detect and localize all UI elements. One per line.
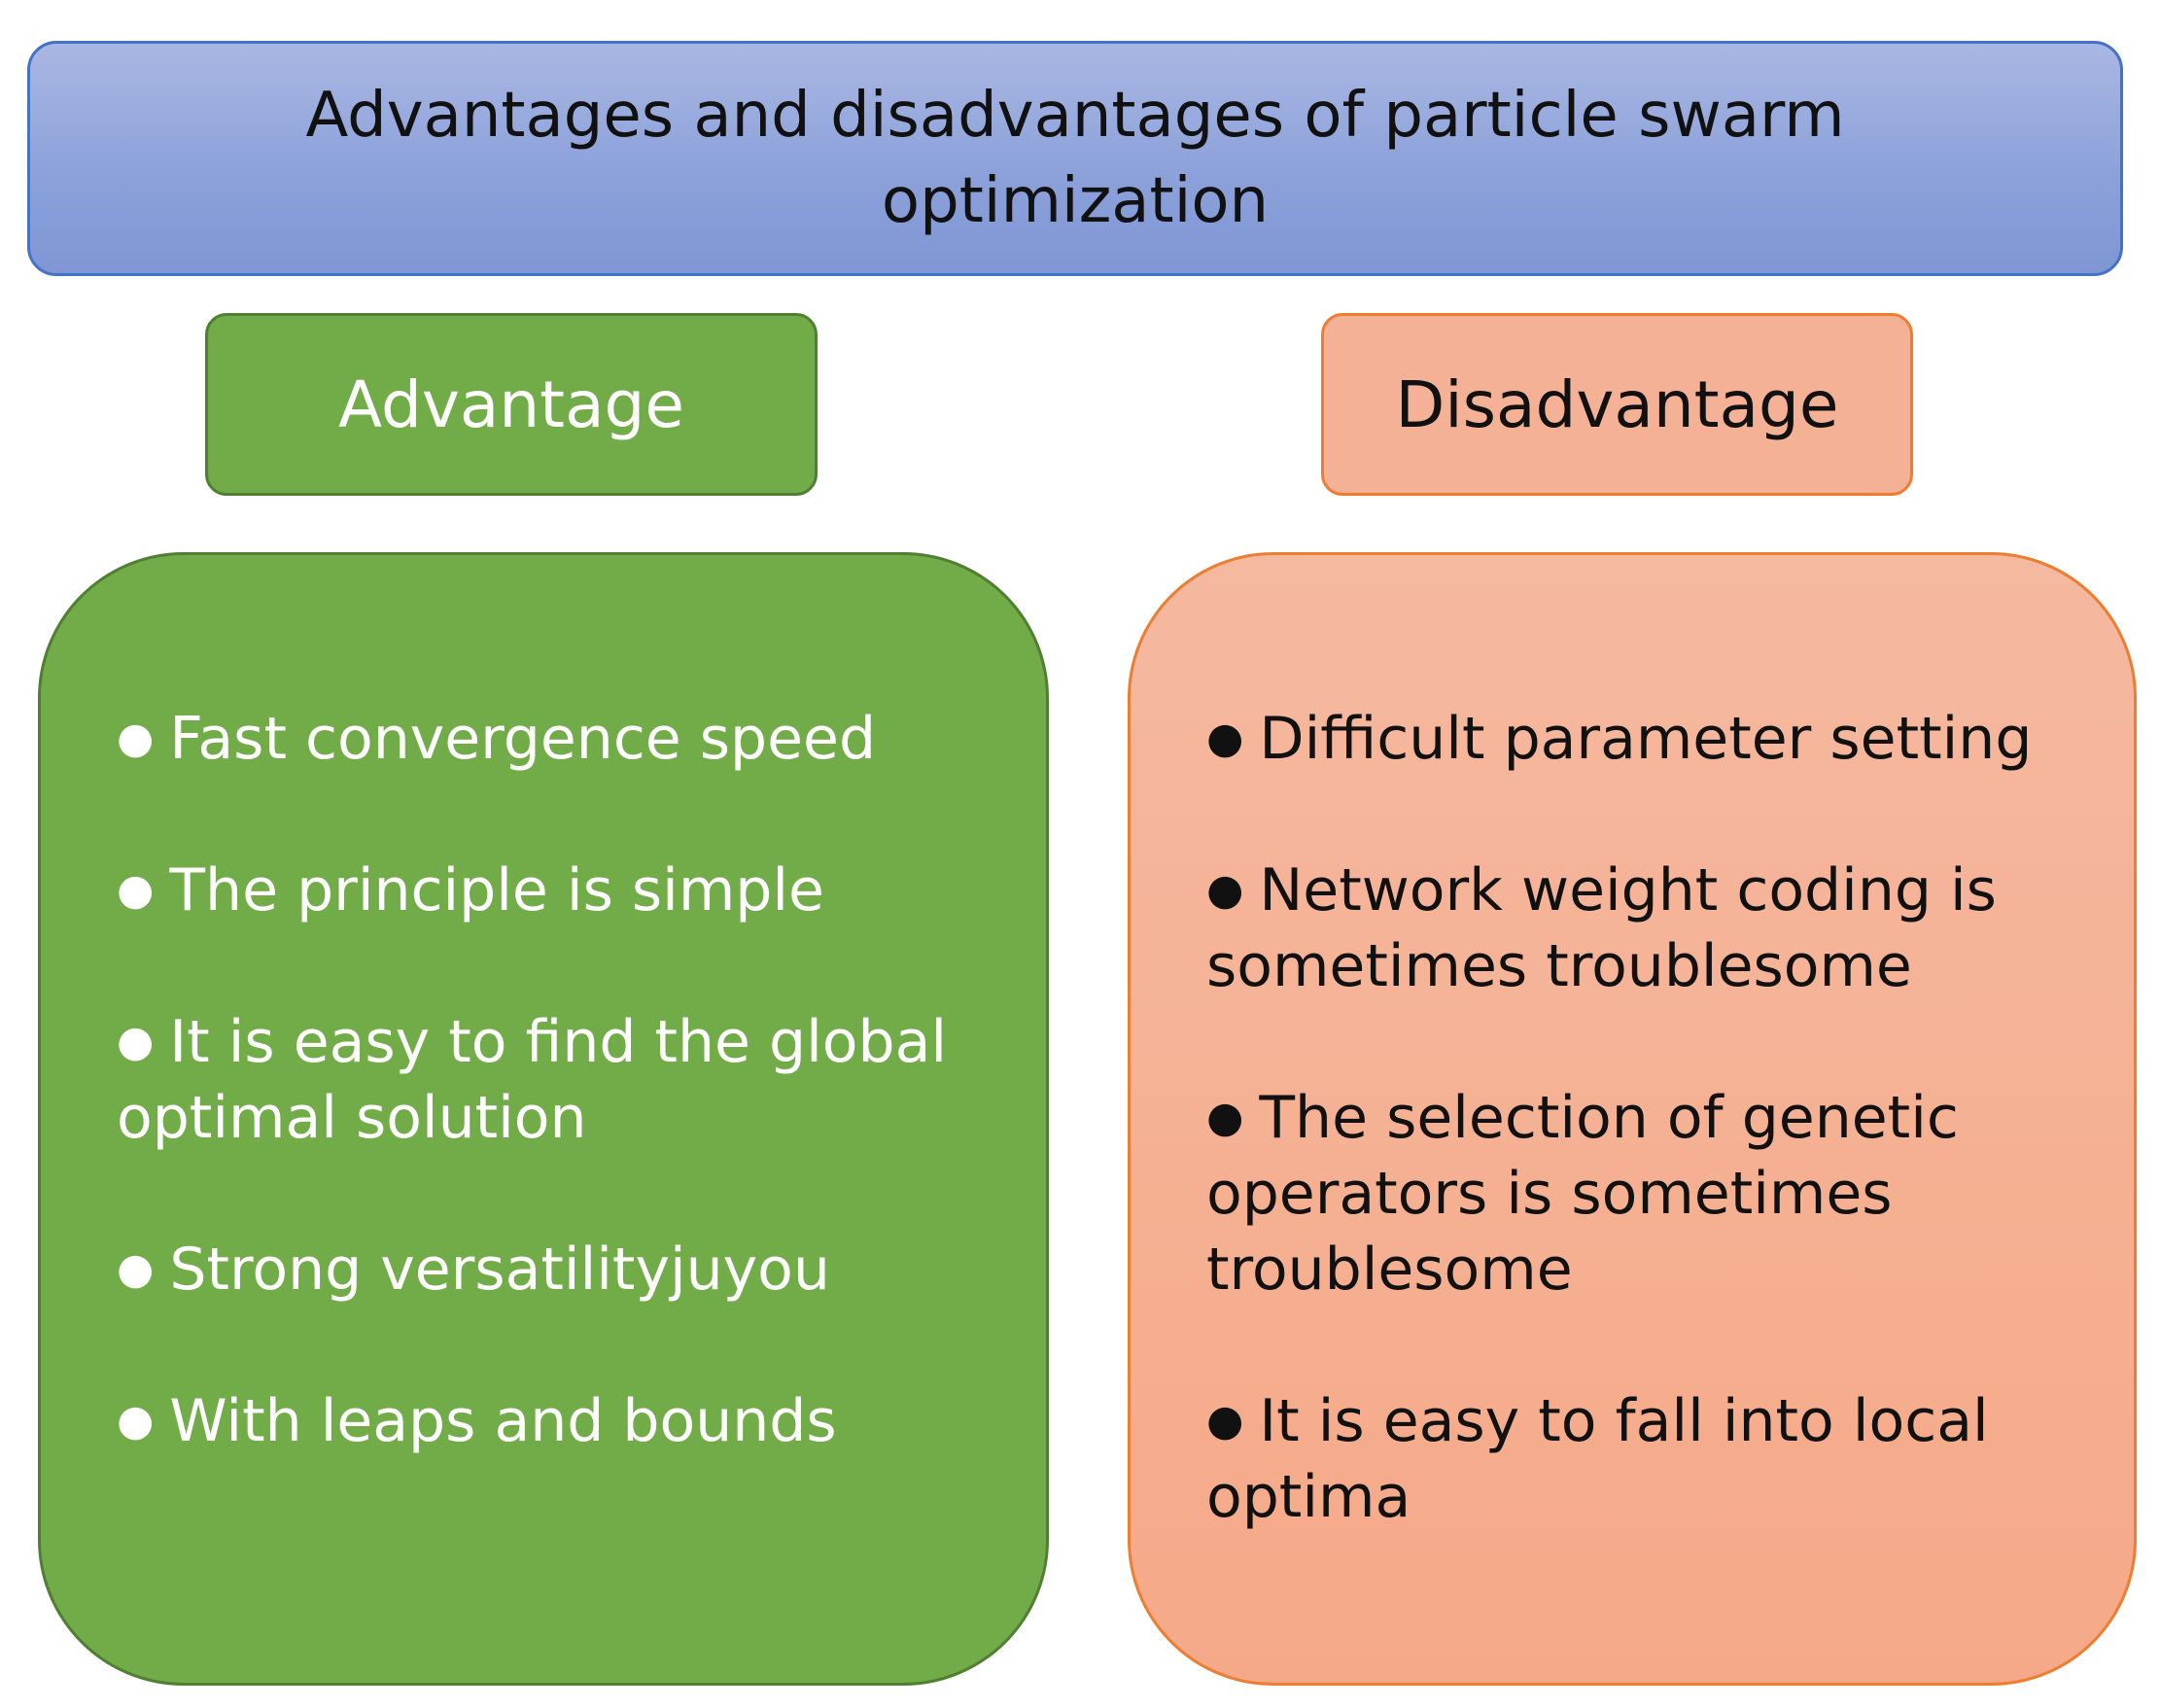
bullet-icon: ●: [117, 1017, 155, 1066]
disadvantage-item-text: It is easy to fall into local optima: [1206, 1387, 1989, 1531]
bullet-icon: ●: [1206, 1093, 1244, 1142]
advantage-item: ● Fast convergence speed: [117, 701, 997, 777]
advantage-item-text: It is easy to find the global optimal so…: [117, 1008, 948, 1152]
advantage-item: ● Strong versatilityjuyou: [117, 1232, 997, 1307]
advantage-header: Advantage: [205, 313, 818, 496]
bullet-icon: ●: [117, 865, 155, 915]
disadvantage-header: Disadvantage: [1321, 313, 1913, 496]
disadvantage-panel: ●Difficult parameter setting ●Network we…: [1128, 552, 2137, 1686]
bullet-icon: ●: [117, 714, 155, 763]
advantage-item: ● With leaps and bounds: [117, 1383, 997, 1459]
disadvantage-item: ●Network weight coding is sometimes trou…: [1206, 853, 2095, 1004]
advantage-item: ●It is easy to find the global optimal s…: [117, 1004, 997, 1156]
title-box: Advantages and disadvantages of particle…: [27, 41, 2123, 276]
diagram-title: Advantages and disadvantages of particle…: [305, 80, 1845, 237]
bullet-icon: ●: [1206, 714, 1244, 763]
advantage-panel: ● Fast convergence speed ● The principle i…: [38, 552, 1049, 1686]
disadvantage-item-text: Network weight coding is sometimes troub…: [1206, 856, 1997, 1000]
advantage-item: ● The principle is simple: [117, 853, 997, 928]
disadvantage-item-text: Difficult parameter setting: [1259, 705, 2033, 773]
bullet-icon: ●: [1206, 865, 1244, 915]
disadvantage-item-text: The selection of genetic operators is so…: [1206, 1084, 1959, 1304]
advantage-item-text: With leaps and bounds: [169, 1387, 837, 1455]
bullet-icon: ●: [117, 1244, 155, 1294]
bullet-icon: ●: [117, 1396, 155, 1446]
advantage-item-text: Strong versatilityjuyou: [169, 1236, 830, 1304]
disadvantage-item: ●The selection of genetic operators is s…: [1206, 1080, 2095, 1307]
bullet-icon: ●: [1206, 1396, 1244, 1446]
disadvantage-item: ●It is easy to fall into local optima: [1206, 1383, 2095, 1535]
advantage-item-text: The principle is simple: [169, 856, 824, 924]
disadvantage-item: ● Difficult parameter setting: [1206, 701, 2095, 777]
advantage-item-text: Fast convergence speed: [169, 705, 877, 773]
